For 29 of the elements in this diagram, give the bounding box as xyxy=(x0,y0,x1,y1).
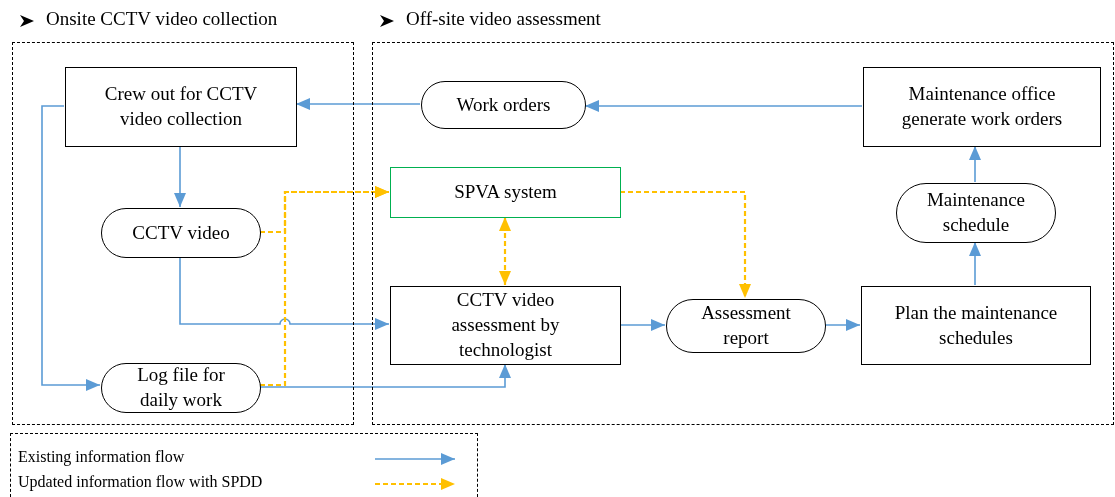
terminal-pill: Work orders xyxy=(421,81,586,129)
system-box: SPVA system xyxy=(390,167,621,218)
arrow xyxy=(174,145,186,208)
process-box: CCTV video assessment by technologist xyxy=(390,286,621,365)
process-box: Plan the maintenance schedules xyxy=(861,286,1091,365)
arrow xyxy=(41,105,101,391)
legend-label: Existing information flow xyxy=(18,448,185,466)
arrow xyxy=(295,98,421,110)
arrow xyxy=(969,241,981,286)
terminal-pill: Maintenance schedule xyxy=(896,183,1056,243)
dashed-arrow xyxy=(620,190,751,298)
dashed-group-frame xyxy=(372,42,1114,425)
arrow xyxy=(179,256,390,330)
dashed-arrow xyxy=(260,186,389,387)
terminal-pill: Log file for daily work xyxy=(101,363,261,413)
terminal-pill: CCTV video xyxy=(101,208,261,258)
process-box: Crew out for CCTV video collection xyxy=(65,67,297,147)
dashed-arrow xyxy=(499,217,511,285)
arrow xyxy=(824,319,861,331)
group-heading: Onsite CCTV video collection xyxy=(46,8,278,30)
legend-label: Updated information flow with SPDD xyxy=(18,473,263,491)
process-box: Maintenance office generate work orders xyxy=(863,67,1101,147)
terminal-pill: Assessment report xyxy=(666,299,826,353)
arrow xyxy=(619,319,666,331)
arrow xyxy=(259,363,511,388)
arrow xyxy=(969,145,981,183)
dashed-group-frame xyxy=(12,42,354,425)
group-heading: Off-site video assessment xyxy=(406,8,601,30)
arrow xyxy=(584,100,863,112)
